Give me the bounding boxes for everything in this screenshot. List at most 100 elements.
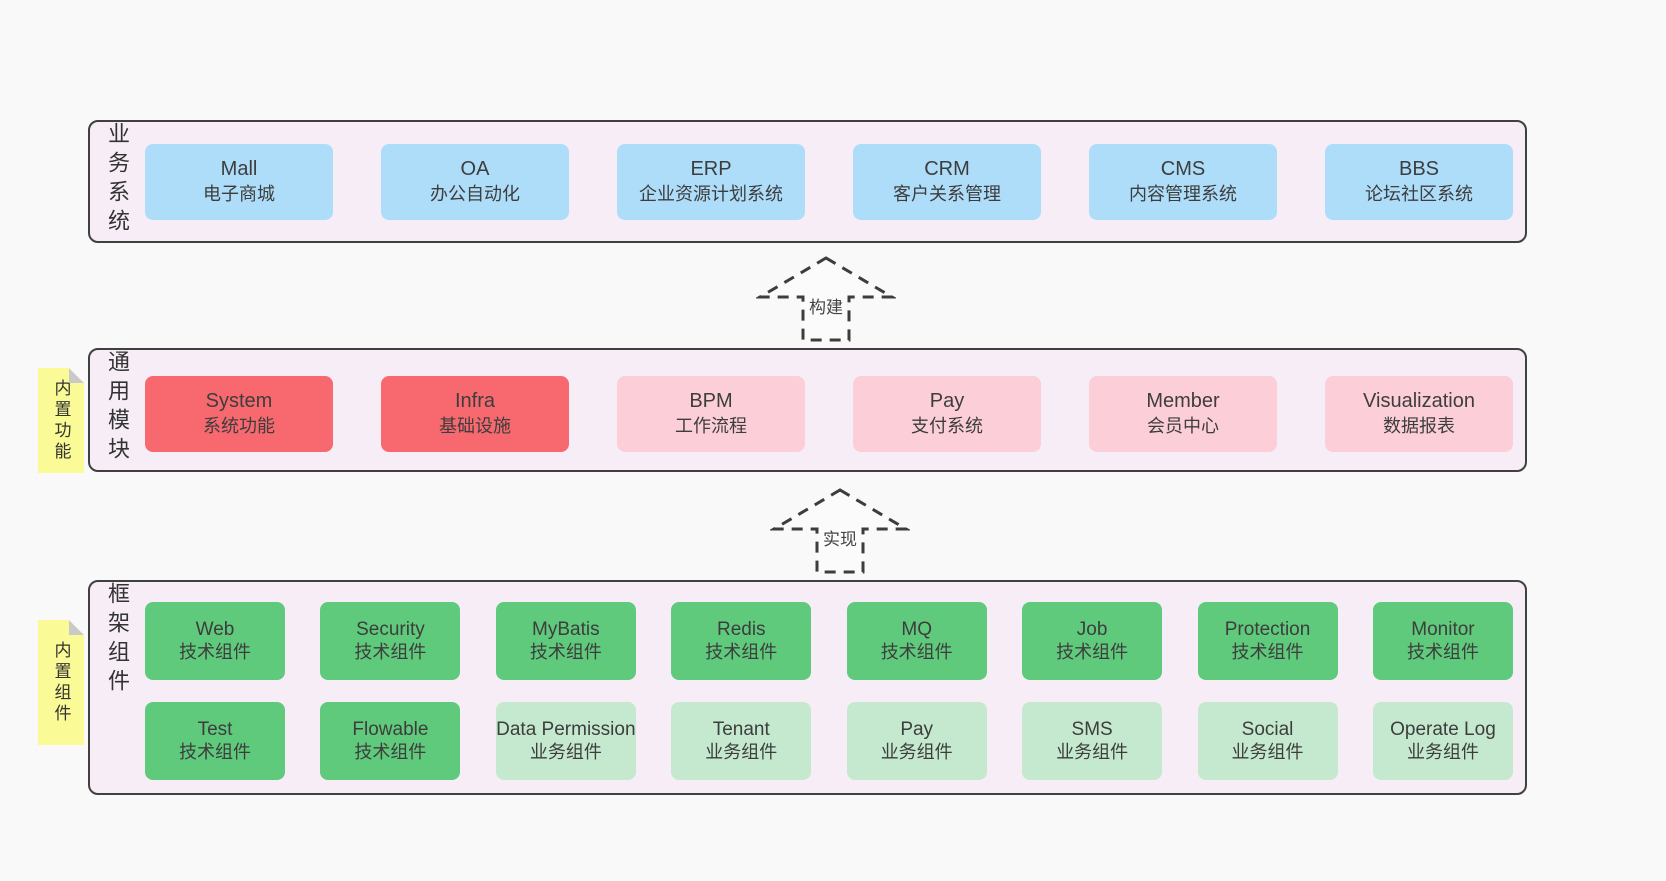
component-box-pay: Pay 业务组件 — [846, 702, 987, 780]
box-title: Mall — [220, 158, 258, 180]
module-box-member: Member 会员中心 — [1089, 376, 1277, 452]
component-box-social: Social 业务组件 — [1197, 702, 1338, 780]
note-fold-corner-icon — [69, 620, 84, 635]
box-title: Visualization — [1363, 390, 1475, 412]
component-box-web: Web 技术组件 — [145, 602, 285, 680]
module-box-bpm: BPM 工作流程 — [617, 376, 805, 452]
component-box-redis: Redis 技术组件 — [671, 602, 812, 680]
business-systems-container: 业务系统 Mall 电子商城 OA 办公自动化 ERP 企业资源计划系统 CRM… — [88, 120, 1527, 243]
framework-components-row-2: Test 技术组件 Flowable 技术组件 Data Permission … — [145, 702, 1513, 780]
box-title: Protection — [1224, 619, 1311, 640]
box-subtitle: 技术组件 — [179, 742, 251, 762]
box-subtitle: 基础设施 — [439, 416, 511, 436]
box-title: SMS — [1071, 719, 1113, 740]
box-subtitle: 技术组件 — [1406, 642, 1479, 662]
box-subtitle: 技术组件 — [179, 642, 251, 662]
component-box-mybatis: MyBatis 技术组件 — [495, 602, 636, 680]
box-title: Monitor — [1411, 619, 1475, 640]
business-box-crm: CRM 客户关系管理 — [853, 144, 1041, 220]
business-box-bbs: BBS 论坛社区系统 — [1325, 144, 1513, 220]
box-title: BBS — [1398, 158, 1440, 180]
box-title: Redis — [716, 619, 766, 640]
module-box-pay: Pay 支付系统 — [853, 376, 1041, 452]
box-subtitle: 支付系统 — [911, 416, 983, 436]
module-box-system: System 系统功能 — [145, 376, 333, 452]
component-box-security: Security 技术组件 — [320, 602, 461, 680]
box-title: Job — [1076, 619, 1108, 640]
box-title: OA — [460, 158, 490, 180]
box-subtitle: 企业资源计划系统 — [639, 184, 783, 204]
component-box-protection: Protection 技术组件 — [1197, 602, 1338, 680]
note-fold-corner-icon — [69, 368, 84, 383]
box-subtitle: 会员中心 — [1147, 416, 1219, 436]
build-arrow: 构建 — [756, 255, 896, 343]
component-box-tenant: Tenant 业务组件 — [671, 702, 812, 780]
box-title: Test — [197, 719, 233, 740]
framework-components-container: 框架组件 Web 技术组件 Security 技术组件 MyBatis 技术组件… — [88, 580, 1527, 795]
component-box-job: Job 技术组件 — [1022, 602, 1163, 680]
box-subtitle: 技术组件 — [705, 642, 778, 662]
common-modules-container: 通用模块 System 系统功能 Infra 基础设施 BPM 工作流程 Pay… — [88, 348, 1527, 472]
business-box-oa: OA 办公自动化 — [381, 144, 569, 220]
box-subtitle: 内容管理系统 — [1129, 184, 1237, 204]
box-subtitle: 技术组件 — [1056, 642, 1129, 662]
box-subtitle: 技术组件 — [880, 642, 953, 662]
box-title: Tenant — [712, 719, 770, 740]
box-subtitle: 业务组件 — [1056, 742, 1129, 762]
common-modules-row: System 系统功能 Infra 基础设施 BPM 工作流程 Pay 支付系统… — [145, 376, 1513, 452]
common-modules-label: 通用模块 — [105, 350, 130, 466]
box-subtitle: 系统功能 — [203, 416, 275, 436]
box-title: MyBatis — [532, 619, 600, 640]
box-title: MQ — [901, 619, 932, 640]
component-box-sms: SMS 业务组件 — [1022, 702, 1163, 780]
box-subtitle: 业务组件 — [1406, 742, 1479, 762]
box-subtitle: 技术组件 — [354, 742, 427, 762]
box-subtitle: 工作流程 — [675, 416, 747, 436]
box-subtitle: 业务组件 — [705, 742, 778, 762]
box-subtitle: 业务组件 — [880, 742, 953, 762]
builtin-components-note: 内置组件 — [38, 620, 84, 745]
builtin-features-note-label: 内置功能 — [51, 378, 71, 463]
box-title: Web — [195, 619, 235, 640]
box-subtitle: 业务组件 — [1231, 742, 1304, 762]
component-box-monitor: Monitor 技术组件 — [1372, 602, 1513, 680]
business-systems-row: Mall 电子商城 OA 办公自动化 ERP 企业资源计划系统 CRM 客户关系… — [145, 144, 1513, 220]
box-title: BPM — [689, 390, 733, 412]
component-box-data-permission: Data Permission 业务组件 — [495, 702, 636, 780]
box-title: Data Permission — [496, 719, 636, 740]
box-subtitle: 论坛社区系统 — [1365, 184, 1473, 204]
box-subtitle: 业务组件 — [529, 742, 602, 762]
component-box-mq: MQ 技术组件 — [846, 602, 987, 680]
box-title: Infra — [454, 390, 496, 412]
framework-components-row-1: Web 技术组件 Security 技术组件 MyBatis 技术组件 Redi… — [145, 602, 1513, 680]
builtin-components-note-label: 内置组件 — [51, 640, 71, 725]
component-box-test: Test 技术组件 — [145, 702, 285, 780]
box-title: Pay — [929, 390, 965, 412]
component-box-operate-log: Operate Log 业务组件 — [1372, 702, 1513, 780]
box-title: Social — [1241, 719, 1294, 740]
box-subtitle: 技术组件 — [354, 642, 427, 662]
box-title: Member — [1146, 390, 1220, 412]
box-title: Flowable — [352, 719, 429, 740]
box-subtitle: 技术组件 — [1231, 642, 1304, 662]
implement-arrow: 实现 — [770, 487, 910, 575]
box-title: CMS — [1160, 158, 1206, 180]
module-box-infra: Infra 基础设施 — [381, 376, 569, 452]
box-subtitle: 数据报表 — [1383, 416, 1455, 436]
box-title: ERP — [690, 158, 732, 180]
box-subtitle: 办公自动化 — [430, 184, 520, 204]
box-subtitle: 技术组件 — [529, 642, 602, 662]
box-subtitle: 电子商城 — [203, 184, 275, 204]
box-title: Security — [356, 619, 425, 640]
build-arrow-label: 构建 — [806, 293, 846, 318]
business-box-cms: CMS 内容管理系统 — [1089, 144, 1277, 220]
component-box-flowable: Flowable 技术组件 — [320, 702, 461, 780]
business-box-erp: ERP 企业资源计划系统 — [617, 144, 805, 220]
box-title: Operate Log — [1390, 719, 1496, 740]
box-subtitle: 客户关系管理 — [893, 184, 1001, 204]
framework-components-label: 框架组件 — [105, 582, 130, 698]
business-box-mall: Mall 电子商城 — [145, 144, 333, 220]
implement-arrow-label: 实现 — [820, 525, 860, 550]
box-title: Pay — [900, 719, 934, 740]
business-systems-label: 业务系统 — [105, 122, 130, 238]
